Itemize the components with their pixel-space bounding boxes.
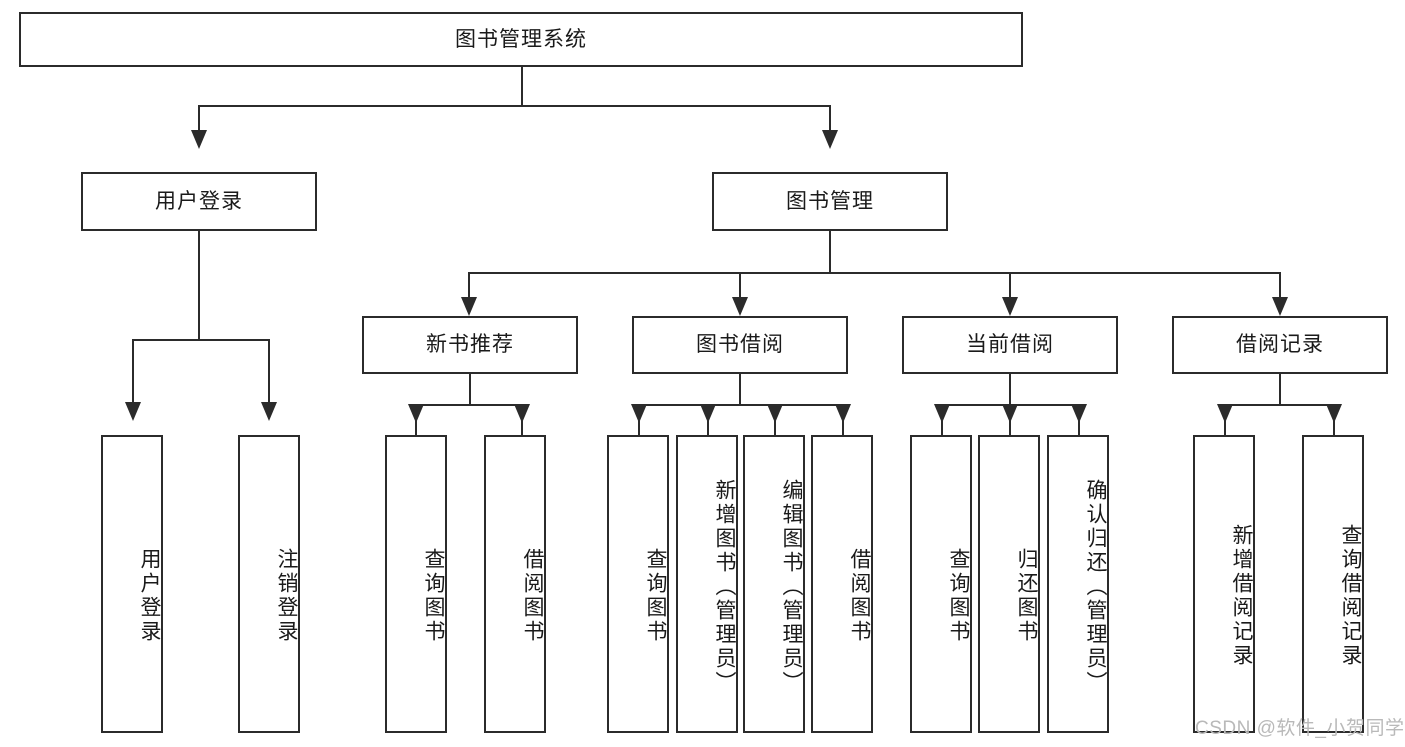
connector-recommend-bus [415,404,523,406]
node-book-borrow[interactable]: 图书借阅 [632,316,848,374]
node-label: 借阅图书 [521,548,544,644]
leaf-borrow-query-book[interactable]: 查询图书 [607,435,669,733]
node-label: 新增图书（管理员） [713,479,736,695]
arrowhead-borrow-leaf-4 [835,404,851,423]
connector-userlogin-drop-2 [268,339,270,405]
node-label: 借阅图书 [848,548,871,644]
node-label: 用户登录 [155,189,243,213]
arrowhead-current-leaf-2 [1002,404,1018,423]
node-label: 当前借阅 [966,333,1054,357]
arrowhead-record-leaf-2 [1326,404,1342,423]
connector-userlogin-bus [132,339,270,341]
leaf-borrow-borrow-book[interactable]: 借阅图书 [811,435,873,733]
arrowhead-userlogin-leaf-2 [261,402,277,421]
node-borrow-record[interactable]: 借阅记录 [1172,316,1388,374]
leaf-borrow-edit-book-admin[interactable]: 编辑图书（管理员） [743,435,805,733]
connector-level2-drop-1 [198,105,200,133]
node-label: 编辑图书（管理员） [780,479,803,695]
node-label: 图书管理系统 [455,27,587,51]
connector-borrow-stem [739,374,741,406]
node-label: 确认归还（管理员） [1084,479,1107,695]
node-book-management[interactable]: 图书管理 [712,172,948,231]
arrowhead-borrow-leaf-1 [631,404,647,423]
leaf-record-add-record[interactable]: 新增借阅记录 [1193,435,1255,733]
arrowhead-level3-2 [732,297,748,316]
arrowhead-level2-1 [191,130,207,149]
connector-current-stem [1009,374,1011,406]
connector-level3-drop-4 [1279,272,1281,300]
node-label: 查询图书 [947,548,970,644]
leaf-current-return-book[interactable]: 归还图书 [978,435,1040,733]
connector-level3-drop-1 [468,272,470,300]
node-label: 查询借阅记录 [1339,524,1362,668]
connector-level3-drop-2 [739,272,741,300]
leaf-borrow-add-book-admin[interactable]: 新增图书（管理员） [676,435,738,733]
csdn-watermark: CSDN @软件_小贺同学 [1195,718,1405,739]
connector-recommend-stem [469,374,471,406]
connector-level3-drop-3 [1009,272,1011,300]
node-label: 新书推荐 [426,333,514,357]
leaf-user-logout[interactable]: 注销登录 [238,435,300,733]
node-label: 查询图书 [644,548,667,644]
connector-level2-bus [198,105,830,107]
node-label: 归还图书 [1015,548,1038,644]
arrowhead-current-leaf-1 [934,404,950,423]
leaf-current-query-book[interactable]: 查询图书 [910,435,972,733]
leaf-current-confirm-return-admin[interactable]: 确认归还（管理员） [1047,435,1109,733]
leaf-record-query-record[interactable]: 查询借阅记录 [1302,435,1364,733]
connector-userlogin-stem [198,231,200,341]
connector-bookmgmt-stem [829,231,831,274]
arrowhead-level2-2 [822,130,838,149]
node-current-borrow[interactable]: 当前借阅 [902,316,1118,374]
arrowhead-current-leaf-3 [1071,404,1087,423]
connector-userlogin-drop-1 [132,339,134,405]
node-label: 用户登录 [138,548,161,644]
leaf-recommend-borrow-book[interactable]: 借阅图书 [484,435,546,733]
leaf-user-login[interactable]: 用户登录 [101,435,163,733]
arrowhead-recommend-leaf-1 [408,404,424,423]
arrowhead-recommend-leaf-2 [514,404,530,423]
connector-borrow-bus [638,404,844,406]
node-new-book-recommend[interactable]: 新书推荐 [362,316,578,374]
node-label: 借阅记录 [1236,333,1324,357]
arrowhead-level3-3 [1002,297,1018,316]
arrowhead-level3-1 [461,297,477,316]
leaf-recommend-query-book[interactable]: 查询图书 [385,435,447,733]
node-root-system[interactable]: 图书管理系统 [19,12,1023,67]
connector-level3-bus [468,272,1280,274]
connector-record-bus [1224,404,1335,406]
arrowhead-borrow-leaf-3 [767,404,783,423]
node-label: 新增借阅记录 [1230,524,1253,668]
arrowhead-level3-4 [1272,297,1288,316]
connector-level2-drop-2 [829,105,831,133]
arrowhead-record-leaf-1 [1217,404,1233,423]
node-label: 图书借阅 [696,333,784,357]
node-label: 查询图书 [422,548,445,644]
connector-root-stem [521,67,523,106]
arrowhead-borrow-leaf-2 [700,404,716,423]
arrowhead-userlogin-leaf-1 [125,402,141,421]
node-user-login[interactable]: 用户登录 [81,172,317,231]
connector-record-stem [1279,374,1281,406]
node-label: 图书管理 [786,189,874,213]
node-label: 注销登录 [275,548,298,644]
